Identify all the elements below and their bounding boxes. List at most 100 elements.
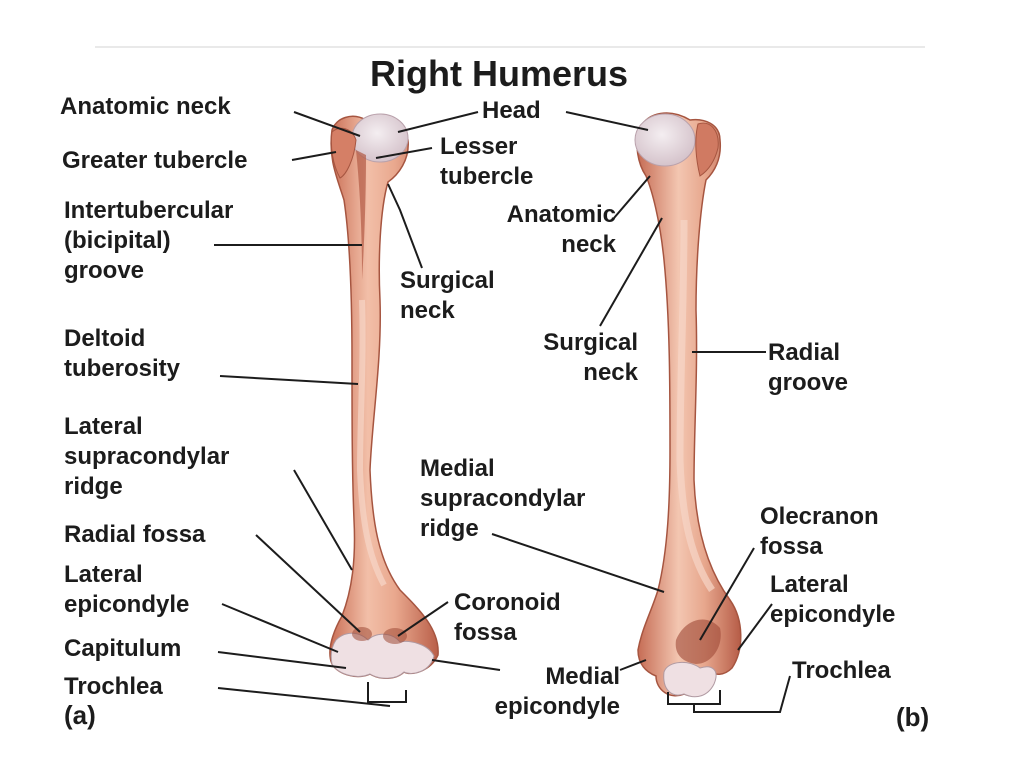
leader-anatomic-neck-b bbox=[613, 175, 651, 219]
label-line: Head bbox=[482, 97, 541, 124]
leader-medial-epicondyle-b bbox=[619, 659, 647, 671]
label-radial-fossa-a: Radial fossa bbox=[64, 520, 205, 550]
label-line: Medial bbox=[420, 455, 495, 482]
label-radial-groove-b: Radial groove bbox=[768, 338, 848, 398]
leader-coronoid-fossa-a bbox=[397, 601, 449, 637]
anterior-bone-body bbox=[329, 115, 439, 679]
leader-greater-tubercle-a bbox=[291, 151, 337, 161]
label-line: Anatomic neck bbox=[60, 93, 231, 120]
posterior-shaft-highlight bbox=[676, 219, 715, 592]
leader-lateral-epicondyle-a bbox=[221, 603, 339, 653]
humerus-anterior bbox=[329, 113, 439, 679]
humerus-posterior bbox=[634, 112, 742, 698]
anterior-radial-fossa-shading bbox=[352, 627, 372, 641]
label-line: tuberosity bbox=[64, 355, 181, 382]
leader-olecranon-fossa-b bbox=[699, 547, 755, 641]
label-medial-supracondylar-ridge-b: Medial supracondylar ridge bbox=[420, 454, 585, 544]
label-line: ridge bbox=[420, 515, 479, 542]
label-line: groove bbox=[64, 257, 145, 284]
label-line: Lateral bbox=[64, 413, 143, 440]
label-line: Trochlea bbox=[64, 673, 163, 700]
label-line: Capitulum bbox=[64, 635, 182, 662]
posterior-tubercle-shading bbox=[695, 122, 719, 177]
leader-head-a bbox=[397, 111, 479, 133]
label-surgical-neck-a: Surgical neck bbox=[400, 266, 495, 326]
leader-medial-supracondylar-ridge-b bbox=[491, 533, 665, 593]
label-line: groove bbox=[768, 369, 849, 396]
label-anatomic-neck-a: Anatomic neck bbox=[60, 92, 231, 122]
anterior-coronoid-fossa-shading bbox=[383, 628, 407, 644]
label-line: Surgical bbox=[543, 329, 638, 356]
anterior-shaft-highlight bbox=[356, 299, 387, 587]
label-deltoid-tuberosity-a: Deltoid tuberosity bbox=[64, 324, 180, 384]
label-line: Lesser bbox=[440, 133, 518, 160]
label-olecranon-fossa-b: Olecranon fossa bbox=[760, 502, 879, 562]
leader-trochlea-b bbox=[693, 675, 791, 713]
label-line: (bicipital) bbox=[64, 227, 171, 254]
leader-surgical-neck-b bbox=[599, 217, 663, 327]
label-line: Radial bbox=[768, 339, 841, 366]
leader-radial-fossa-a bbox=[255, 534, 361, 633]
panel-tag-posterior: (b) bbox=[896, 702, 930, 732]
trochlea-bracket-a bbox=[367, 682, 407, 703]
label-line: Intertubercular bbox=[64, 197, 234, 224]
leader-lesser-tubercle-a bbox=[375, 147, 433, 159]
label-lateral-epicondyle-a: Lateral epicondyle bbox=[64, 560, 189, 620]
label-line: Medial bbox=[545, 663, 620, 690]
label-line: epicondyle bbox=[494, 693, 620, 720]
label-greater-tubercle-a: Greater tubercle bbox=[62, 146, 247, 176]
label-trochlea-a: Trochlea bbox=[64, 672, 163, 702]
panel-tag-anterior: (a) bbox=[64, 700, 96, 730]
label-line: Coronoid bbox=[454, 589, 561, 616]
label-line: Anatomic bbox=[506, 201, 616, 228]
label-intertubercular-groove-a: Intertubercular (bicipital) groove bbox=[64, 196, 233, 286]
label-line: Surgical bbox=[400, 267, 495, 294]
label-line: epicondyle bbox=[770, 601, 896, 628]
label-line: neck bbox=[583, 359, 638, 386]
label-anatomic-neck-b: Anatomic neck bbox=[478, 200, 616, 260]
leader-lateral-epicondyle-b bbox=[737, 603, 773, 651]
label-line: ridge bbox=[64, 473, 123, 500]
top-divider bbox=[95, 46, 925, 48]
label-lateral-epicondyle-b: Lateral epicondyle bbox=[770, 570, 895, 630]
leader-lines-anterior bbox=[214, 111, 501, 707]
label-head-a: Head bbox=[482, 96, 541, 126]
label-line: fossa bbox=[454, 619, 517, 646]
leader-head-b bbox=[565, 111, 649, 131]
posterior-bone-body bbox=[636, 112, 742, 697]
leader-lateral-supracondylar-ridge-a bbox=[293, 469, 353, 571]
posterior-olecranon-fossa-shading bbox=[675, 619, 721, 664]
leader-trochlea-a bbox=[217, 687, 391, 707]
label-line: Lateral bbox=[770, 571, 849, 598]
posterior-head-surface bbox=[634, 113, 696, 167]
label-lateral-supracondylar-ridge-a: Lateral supracondylar ridge bbox=[64, 412, 229, 502]
leader-anatomic-neck-a bbox=[293, 111, 361, 137]
label-surgical-neck-b: Surgical neck bbox=[510, 328, 638, 388]
label-line: supracondylar bbox=[420, 485, 586, 512]
label-line: neck bbox=[400, 297, 455, 324]
leader-surgical-neck-a bbox=[387, 183, 423, 269]
label-line: neck bbox=[561, 231, 616, 258]
leader-capitulum-a bbox=[217, 651, 347, 669]
leader-deltoid-tuberosity-a bbox=[219, 375, 359, 385]
label-line: tubercle bbox=[440, 163, 534, 190]
label-trochlea-b: Trochlea bbox=[792, 656, 891, 686]
posterior-trochlea-surface bbox=[663, 662, 717, 698]
leader-lines-posterior bbox=[491, 111, 791, 713]
label-coronoid-fossa-a: Coronoid fossa bbox=[454, 588, 561, 648]
label-line: supracondylar bbox=[64, 443, 230, 470]
anterior-groove-shading bbox=[356, 150, 366, 280]
label-medial-epicondyle: Medial epicondyle bbox=[464, 662, 620, 722]
label-line: Greater tubercle bbox=[62, 147, 248, 174]
label-line: Olecranon bbox=[760, 503, 879, 530]
anterior-greater-tubercle-shading bbox=[330, 127, 357, 179]
leader-medial-epicondyle-a bbox=[431, 659, 501, 671]
label-lesser-tubercle-a: Lesser tubercle bbox=[440, 132, 533, 192]
diagram-title: Right Humerus bbox=[370, 53, 629, 94]
label-line: Trochlea bbox=[792, 657, 891, 684]
label-capitulum-a: Capitulum bbox=[64, 634, 181, 664]
label-line: epicondyle bbox=[64, 591, 190, 618]
label-line: Lateral bbox=[64, 561, 143, 588]
